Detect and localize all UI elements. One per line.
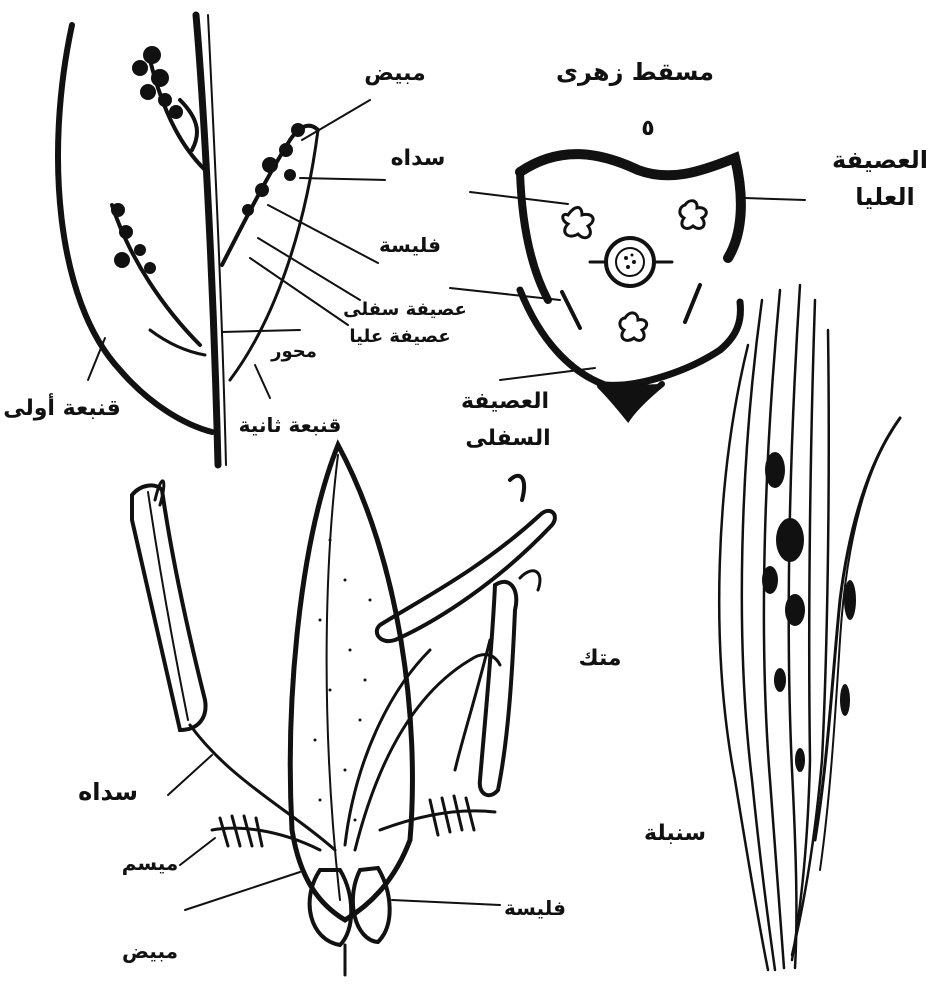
label-lodicule-top: فليسة	[379, 233, 441, 257]
anther-upper-right	[377, 511, 555, 641]
label-upper-palea-1: العصيفة	[832, 146, 928, 174]
leader-stigma	[180, 838, 215, 865]
leader-upper-palea-top	[250, 258, 348, 325]
label-stamen-bottom: سداه	[78, 778, 138, 806]
label-lower-palea-1: العصيفة	[461, 389, 549, 414]
label-glume-first: قنبعة أولى	[3, 392, 121, 421]
floret-section-bottom	[132, 445, 555, 975]
leader-lower-palea-top	[258, 238, 360, 300]
label-ovary-bottom: مبيض	[122, 939, 178, 963]
label-floral-diagram-title: مسقط زهرى	[556, 58, 714, 86]
leader-axis	[222, 330, 300, 332]
axis-stem	[196, 15, 218, 465]
leader-lodicule-bottom	[392, 900, 500, 905]
label-diagram-number: ٥	[641, 116, 654, 141]
inner-flower-cluster	[242, 123, 305, 216]
label-spikelet: سنبلة	[644, 821, 706, 846]
leader-stamen-top	[300, 178, 385, 180]
leader-stamen-bottom	[168, 755, 212, 795]
leader-ovary-top	[302, 100, 370, 140]
leader-glume-second	[255, 365, 270, 398]
first-glume-outline	[58, 25, 212, 432]
lemma-shape	[290, 445, 412, 920]
ovary-bulb-right	[353, 868, 390, 942]
label-upper-palea-top: عصيفة عليا	[349, 326, 450, 347]
upper-palea-shape	[520, 154, 741, 258]
second-glume-outline	[222, 126, 318, 265]
lemma-stipple	[314, 539, 372, 822]
label-upper-palea-2: العليا	[855, 183, 914, 211]
label-stigma: ميسم	[122, 851, 179, 875]
anther-right	[480, 582, 517, 795]
stigma-right	[380, 796, 495, 835]
lower-palea-shape	[520, 290, 740, 385]
label-lower-palea-2: السفلى	[465, 426, 550, 451]
label-lodicule-bottom: فليسة	[504, 896, 566, 920]
upper-flower-cluster	[132, 46, 183, 119]
label-stamen-top: سداه	[391, 146, 446, 171]
ovary-circle	[606, 238, 654, 286]
stamen-cross-right	[680, 201, 706, 229]
label-anther: متك	[578, 646, 621, 671]
leader-ovary-bottom	[185, 872, 300, 910]
lower-flower-cluster	[111, 203, 156, 274]
stamen-cross-left	[563, 208, 593, 238]
label-glume-second: قنبعة ثانية	[239, 413, 342, 437]
leader-upper-palea	[745, 198, 805, 200]
label-ovary-top: مبيض	[364, 61, 426, 86]
spikelet-drawing	[719, 285, 900, 970]
leader-glume-first	[88, 338, 105, 380]
label-axis: محور	[270, 341, 317, 362]
stigma-left	[212, 816, 320, 850]
anther-left	[132, 485, 206, 730]
label-lower-palea-top: عصيفة سفلى	[343, 299, 467, 320]
stamen-cross-bottom	[620, 313, 647, 341]
